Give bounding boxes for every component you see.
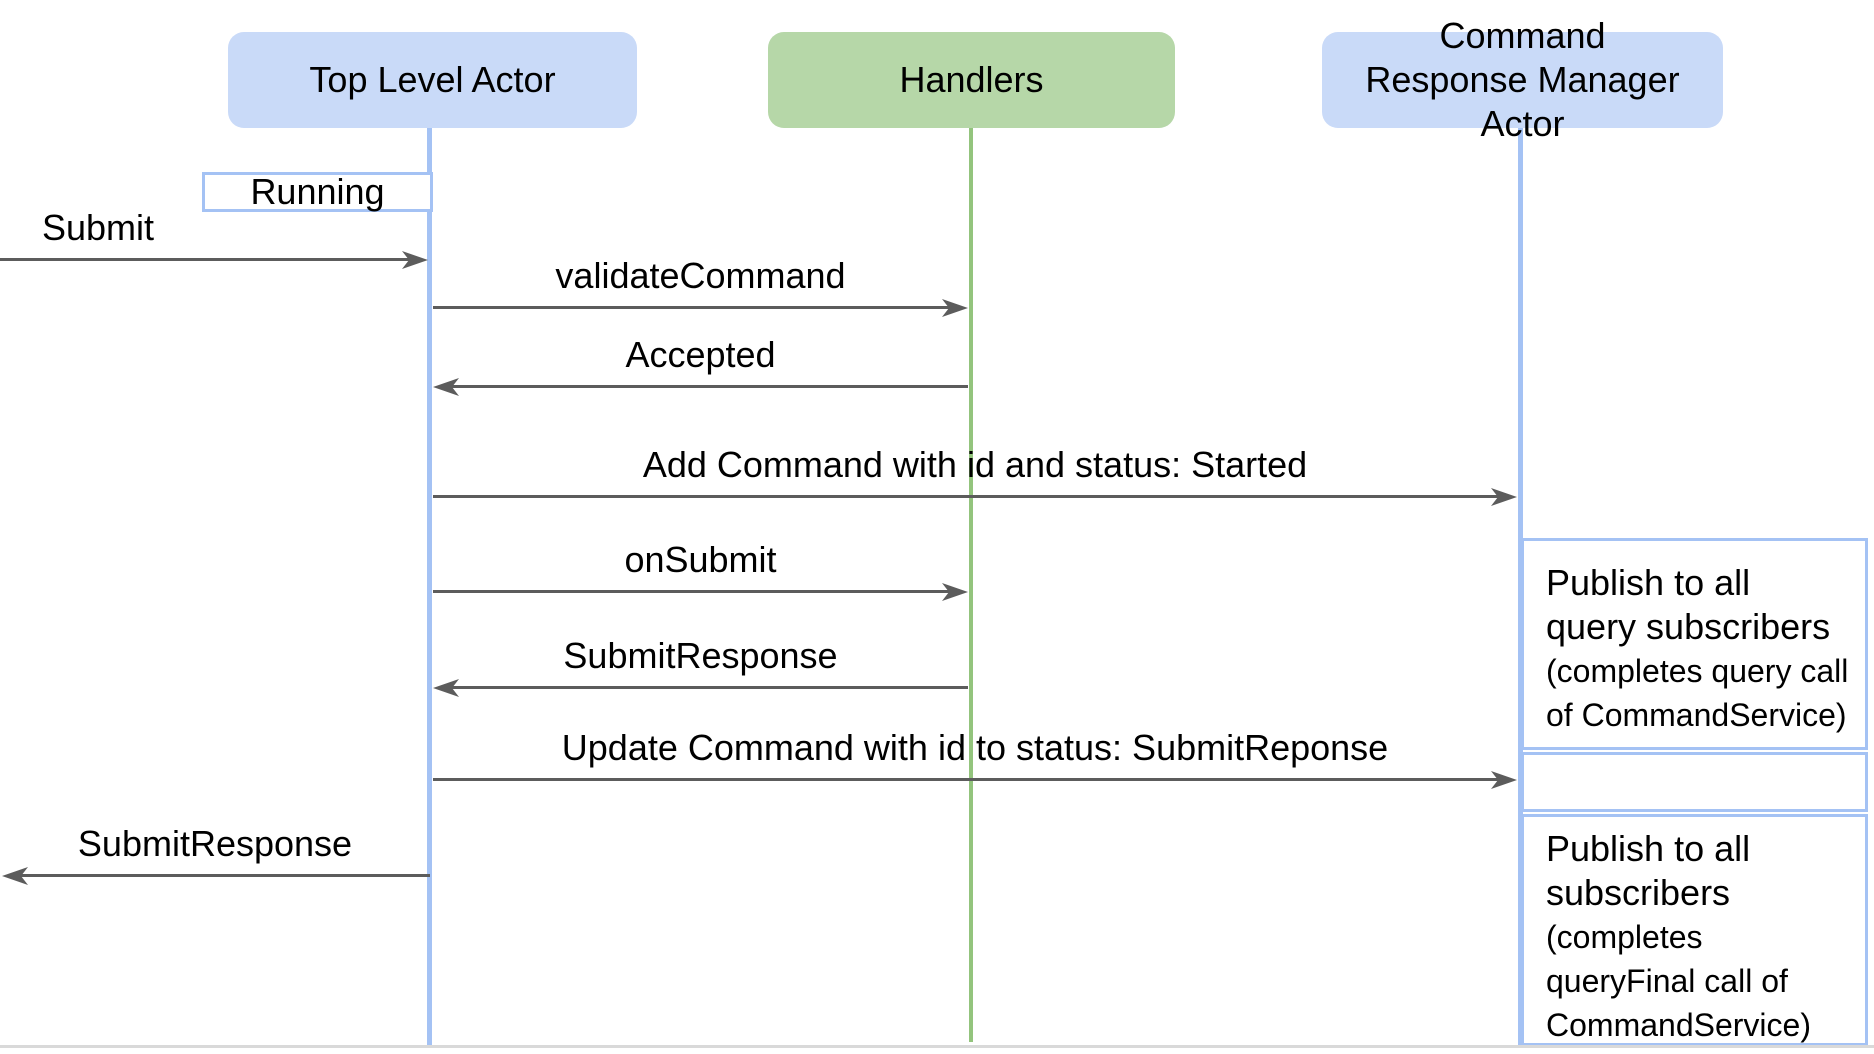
- note-line: query subscribers: [1546, 606, 1831, 647]
- message-label: SubmitResponse: [563, 635, 838, 676]
- actor-label: Handlers: [899, 59, 1044, 100]
- note-line: subscribers: [1546, 872, 1731, 913]
- arrowhead-right-icon: [942, 299, 968, 317]
- note-line: of CommandService): [1546, 697, 1847, 733]
- actor-handlers: Handlers: [768, 32, 1175, 128]
- message-line: [433, 495, 1499, 498]
- message-label: Update Command with id to status: Submit…: [561, 727, 1389, 768]
- actor-top-level-actor: Top Level Actor: [228, 32, 637, 128]
- note-publish-query-subscribers: Publish to all query subscribers (comple…: [1521, 538, 1868, 750]
- note-publish-subscribers: Publish to all subscribers (completes qu…: [1521, 814, 1868, 1046]
- message-line: [0, 258, 410, 261]
- message-line: [440, 686, 968, 689]
- arrowhead-left-icon: [433, 679, 459, 697]
- note-empty-box: [1521, 752, 1868, 812]
- message-line: [433, 306, 950, 309]
- actor-command-response-manager: Command Response Manager Actor: [1322, 15, 1723, 144]
- lifeline-command-response-manager: [1518, 128, 1523, 1046]
- message-line: [433, 778, 1499, 781]
- message-label: validateCommand: [555, 255, 846, 296]
- message-label: Add Command with id and status: Started: [642, 444, 1308, 485]
- running-state-label: Running: [250, 171, 385, 212]
- page-divider-line: [0, 1045, 1874, 1048]
- running-state-box: Running: [202, 171, 433, 212]
- arrowhead-right-icon: [1491, 488, 1517, 506]
- lifeline-handlers: [969, 128, 973, 1042]
- note-line: Publish to all: [1546, 562, 1751, 603]
- message-label: Accepted: [625, 334, 776, 375]
- message-line: [20, 874, 430, 877]
- actor-label: Command Response Manager Actor: [1365, 15, 1680, 144]
- note-line: (completes: [1546, 919, 1703, 955]
- lifeline-top-level-actor: [427, 128, 432, 1046]
- arrowhead-left-icon: [2, 867, 28, 885]
- note-line: CommandService): [1546, 1007, 1811, 1043]
- note-line: Publish to all: [1546, 828, 1751, 869]
- message-line: [433, 590, 950, 593]
- note-line: (completes query call: [1546, 653, 1849, 689]
- arrowhead-right-icon: [402, 251, 428, 269]
- message-label: Submit: [42, 207, 155, 248]
- actor-label: Top Level Actor: [309, 59, 556, 100]
- arrowhead-right-icon: [1491, 771, 1517, 789]
- arrowhead-right-icon: [942, 583, 968, 601]
- message-label: onSubmit: [624, 539, 777, 580]
- arrowhead-left-icon: [433, 378, 459, 396]
- note-line: queryFinal call of: [1546, 963, 1788, 999]
- message-line: [440, 385, 968, 388]
- message-label: SubmitResponse: [77, 823, 353, 864]
